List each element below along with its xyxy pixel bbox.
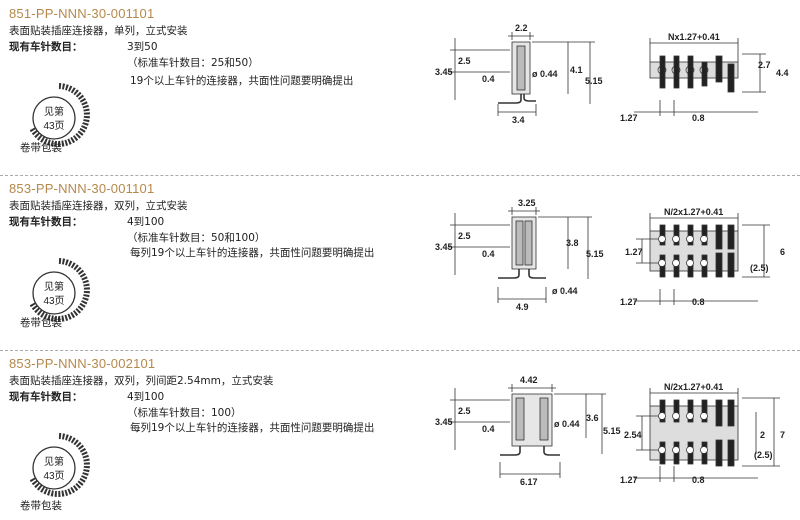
dim-label: (2.5) (754, 450, 773, 460)
reel-line1: 见第 (44, 455, 64, 468)
product-section-2: 853-PP-NNN-30-001101 表面贴装插座连接器，双列，立式安装 现… (0, 175, 800, 345)
pin-count-value: 4到100 (127, 216, 165, 228)
dim-label: 4.9 (516, 302, 529, 312)
dim-label: 2.5 (458, 406, 471, 416)
standard-pin-count: （标准车针数目：25和50） (127, 57, 259, 69)
dim-label: 3.45 (435, 67, 453, 77)
dim-label: 0.8 (692, 113, 705, 123)
dim-label: 3.45 (435, 417, 453, 427)
dim-label: 7 (780, 430, 785, 440)
dim-label: Nx1.27+0.41 (668, 32, 720, 42)
product-section-3: 853-PP-NNN-30-002101 表面贴装插座连接器，双列，列间距2.5… (0, 350, 800, 520)
front-view (634, 38, 766, 116)
coplanarity-note: 19个以上车针的连接器，共面性问题要明确提出 (130, 75, 354, 87)
coplanarity-note: 每列19个以上车针的连接器，共面性问题要明确提出 (130, 422, 375, 434)
dimension-drawing-2: 3.25 2.5 3.45 0.4 3.8 5.15 ø 0.44 4.9 (435, 198, 785, 312)
description: 表面贴装插座连接器，双列，立式安装 (9, 200, 188, 212)
tape-reel-label: 卷带包装 (20, 142, 62, 154)
pin-count-label: 现有车针数目： (9, 41, 83, 53)
dim-label: 5.15 (585, 76, 603, 86)
tape-reel-icon: 见第 43页 (29, 433, 90, 497)
pin-count-value: 4到100 (127, 391, 165, 403)
dim-label: 0.8 (692, 297, 705, 307)
dim-label: 0.4 (482, 74, 495, 84)
description: 表面贴装插座连接器，双列，列间距2.54mm，立式安装 (9, 375, 274, 387)
dim-label: 1.27 (620, 297, 638, 307)
dim-label: 0.4 (482, 249, 495, 259)
dim-label: 2.2 (515, 23, 528, 33)
section-divider (0, 175, 800, 176)
dim-label: 2.7 (758, 60, 771, 70)
standard-pin-count: （标准车针数目：50和100） (127, 232, 266, 244)
tape-reel-label: 卷带包装 (20, 500, 62, 512)
dim-label: 3.8 (566, 238, 579, 248)
tape-reel-label: 卷带包装 (20, 317, 62, 329)
dim-label: ø 0.44 (554, 419, 580, 429)
dim-label: 6 (780, 247, 785, 257)
dim-label: ø 0.44 (532, 69, 558, 79)
dim-label: 2.54 (624, 430, 642, 440)
tape-reel-icon: 见第 43页 (29, 258, 90, 322)
pin-count-label: 现有车针数目： (9, 216, 83, 228)
dim-label: 3.25 (518, 198, 536, 208)
reel-line2: 43页 (43, 470, 64, 482)
dim-label: 4.42 (520, 375, 538, 385)
dim-label: 2 (760, 430, 765, 440)
part-number: 851-PP-NNN-30-001101 (9, 6, 155, 21)
dim-label: 5.15 (586, 249, 604, 259)
dim-label: 6.17 (520, 477, 538, 487)
side-view (448, 32, 595, 116)
dim-label: N/2x1.27+0.41 (664, 382, 723, 392)
dimension-drawing-1: 2.2 2.5 3.45 0.4 ø 0.44 4.1 5.15 3.4 (435, 23, 789, 125)
dim-label: 4.1 (570, 65, 583, 75)
dimension-drawing-3: 4.42 2.5 3.45 0.4 ø 0.44 3.6 5.15 6.17 (435, 375, 785, 487)
part-number: 853-PP-NNN-30-002101 (9, 356, 156, 371)
front-view (634, 213, 770, 305)
dim-label: 1.27 (620, 113, 638, 123)
section-divider (0, 350, 800, 351)
side-view (448, 207, 592, 303)
dim-label: (2.5) (750, 263, 769, 273)
reel-line2: 43页 (43, 120, 64, 132)
reel-line1: 见第 (44, 105, 64, 118)
dim-label: 3.6 (586, 413, 599, 423)
dim-label: ø 0.44 (552, 286, 578, 296)
dim-label: 4.4 (776, 68, 789, 78)
reel-line2: 43页 (43, 295, 64, 307)
dim-label: 3.45 (435, 242, 453, 252)
dim-label: 1.27 (625, 247, 643, 257)
standard-pin-count: （标准车针数目：100） (127, 407, 242, 419)
dim-label: 3.4 (512, 115, 525, 125)
side-view (448, 384, 606, 478)
dim-label: 2.5 (458, 56, 471, 66)
dim-label: 0.8 (692, 475, 705, 485)
pin-count-label: 现有车针数目： (9, 391, 83, 403)
coplanarity-note: 每列19个以上车针的连接器，共面性问题要明确提出 (130, 247, 375, 259)
description: 表面贴装插座连接器，单列，立式安装 (9, 25, 188, 37)
dim-label: N/2x1.27+0.41 (664, 207, 723, 217)
product-section-1: 851-PP-NNN-30-001101 表面贴装插座连接器，单列，立式安装 现… (0, 0, 800, 170)
part-number: 853-PP-NNN-30-001101 (9, 181, 155, 196)
tape-reel-icon: 见第 43页 (29, 83, 90, 147)
front-view (634, 388, 780, 482)
reel-line1: 见第 (44, 280, 64, 293)
pin-count-value: 3到50 (127, 41, 158, 53)
dim-label: 2.5 (458, 231, 471, 241)
dim-label: 0.4 (482, 424, 495, 434)
dim-label: 5.15 (603, 426, 621, 436)
dim-label: 1.27 (620, 475, 638, 485)
